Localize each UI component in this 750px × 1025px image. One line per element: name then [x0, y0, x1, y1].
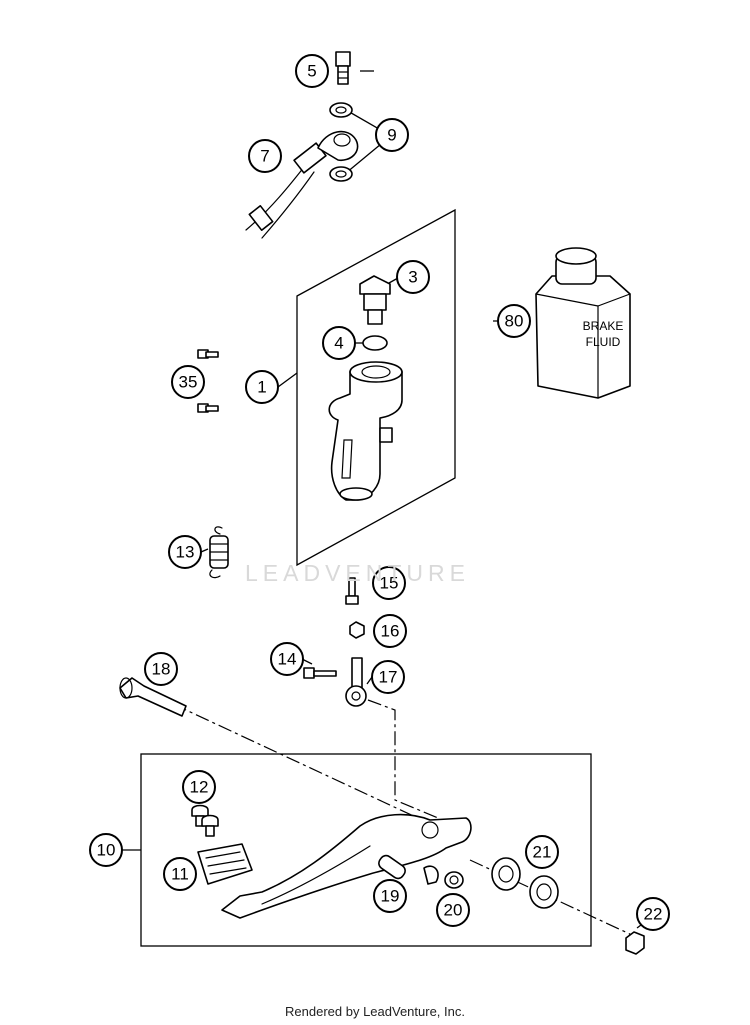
svg-text:15: 15	[380, 574, 399, 593]
leader-13	[200, 548, 209, 553]
master-cylinder-group-frame	[296, 208, 456, 567]
callout-18[interactable]: 18	[144, 652, 178, 686]
brake-fluid-can-part: BRAKE FLUID	[535, 247, 631, 399]
reservoir-connector-part	[359, 275, 391, 325]
callout-7[interactable]: 7	[248, 139, 282, 173]
svg-text:5: 5	[307, 62, 316, 81]
reservoir-label-line2: FLUID	[586, 335, 621, 349]
callout-3[interactable]: 3	[396, 260, 430, 294]
callout-35[interactable]: 35	[171, 365, 205, 399]
clevis-part	[345, 657, 367, 707]
bushing-part	[444, 871, 464, 889]
pin-part	[378, 854, 406, 880]
screw-part	[197, 349, 219, 413]
leader-9b	[345, 143, 382, 174]
svg-text:22: 22	[644, 905, 663, 924]
nut-part	[349, 621, 365, 639]
callout-19[interactable]: 19	[373, 879, 407, 913]
svg-text:18: 18	[152, 660, 171, 679]
callout-22[interactable]: 22	[636, 897, 670, 931]
callout-16[interactable]: 16	[373, 614, 407, 648]
svg-text:13: 13	[176, 543, 195, 562]
callout-5[interactable]: 5	[295, 54, 329, 88]
brake-pedal-part	[221, 813, 472, 919]
master-cylinder-part	[328, 361, 403, 501]
callout-9[interactable]: 9	[375, 118, 409, 152]
watermark: LEADVENTURE	[245, 560, 470, 586]
footpeg-bolt-part	[191, 804, 219, 837]
svg-text:1: 1	[257, 378, 266, 397]
callout-13[interactable]: 13	[168, 535, 202, 569]
svg-text:35: 35	[179, 373, 198, 392]
svg-text:17: 17	[379, 668, 398, 687]
svg-text:7: 7	[260, 147, 269, 166]
svg-text:3: 3	[408, 268, 417, 287]
callout-1[interactable]: 1	[245, 370, 279, 404]
callout-12[interactable]: 12	[182, 770, 216, 804]
pivot-shaft-part	[119, 677, 187, 717]
svg-text:12: 12	[190, 778, 209, 797]
callout-10[interactable]: 10	[89, 833, 123, 867]
push-rod-part	[345, 577, 359, 605]
svg-text:14: 14	[278, 650, 297, 669]
callout-11[interactable]: 11	[163, 857, 197, 891]
callout-21[interactable]: 21	[525, 835, 559, 869]
svg-text:4: 4	[334, 334, 343, 353]
svg-text:80: 80	[505, 312, 524, 331]
footer-credit: Rendered by LeadVenture, Inc.	[285, 1004, 465, 1019]
svg-text:21: 21	[533, 843, 552, 862]
callout-14[interactable]: 14	[270, 642, 304, 676]
leader-1	[277, 372, 298, 388]
sealing-washer-part	[329, 102, 353, 182]
callout-20[interactable]: 20	[436, 893, 470, 927]
callout-4[interactable]: 4	[322, 326, 356, 360]
pedal-tip-part	[197, 843, 253, 885]
callout-80[interactable]: 80	[497, 304, 531, 338]
svg-text:16: 16	[381, 622, 400, 641]
bearing-part	[491, 857, 559, 909]
pivot-bolt-part	[303, 667, 337, 679]
reservoir-label-line1: BRAKE	[583, 319, 624, 333]
svg-text:20: 20	[444, 901, 463, 920]
return-spring-part	[209, 526, 229, 579]
svg-text:10: 10	[97, 841, 116, 860]
brake-hose-part	[245, 130, 359, 239]
banjo-bolt-part	[335, 51, 351, 85]
o-ring-part	[362, 335, 388, 351]
svg-text:19: 19	[381, 887, 400, 906]
callout-17[interactable]: 17	[371, 660, 405, 694]
svg-text:11: 11	[171, 865, 189, 884]
svg-text:9: 9	[387, 126, 396, 145]
lock-nut-part	[625, 931, 645, 955]
callout-15[interactable]: 15	[372, 566, 406, 600]
